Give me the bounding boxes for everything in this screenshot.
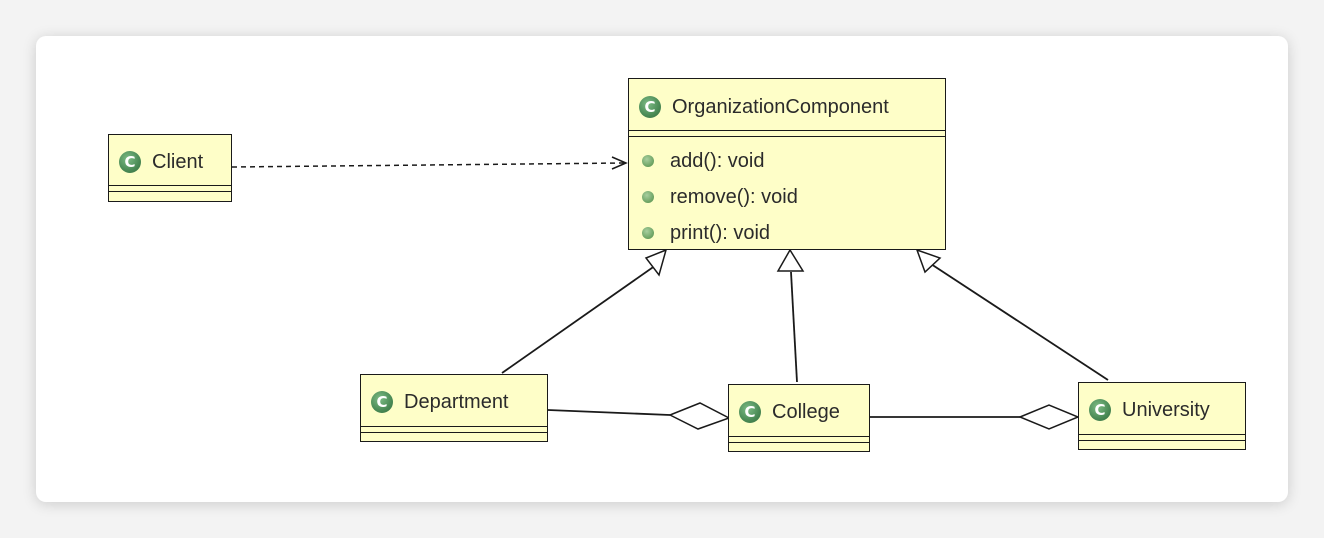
class-department[interactable]: C Department bbox=[360, 374, 548, 442]
public-method-icon bbox=[642, 191, 654, 203]
method-list: add(): void remove(): void print(): void bbox=[629, 143, 945, 251]
class-header: C Client bbox=[109, 135, 231, 189]
generalization-arrowhead-university bbox=[915, 248, 942, 274]
class-organization-component[interactable]: C OrganizationComponent add(): void remo… bbox=[628, 78, 946, 250]
class-icon: C bbox=[739, 401, 761, 423]
method-add: add(): void bbox=[629, 143, 945, 179]
methods-divider bbox=[629, 136, 945, 137]
method-remove: remove(): void bbox=[629, 179, 945, 215]
attributes-divider bbox=[629, 130, 945, 131]
methods-divider bbox=[729, 442, 869, 443]
generalization-arrowhead-department bbox=[644, 248, 668, 277]
class-name: Client bbox=[152, 150, 204, 173]
attributes-divider bbox=[361, 426, 547, 427]
class-icon: C bbox=[119, 151, 141, 173]
class-header: C Department bbox=[361, 375, 547, 429]
dependency-arrowhead bbox=[611, 156, 628, 170]
method-signature: add(): void bbox=[670, 149, 765, 172]
class-university[interactable]: C University bbox=[1078, 382, 1246, 450]
generalization-line-college bbox=[790, 271, 798, 383]
method-signature: remove(): void bbox=[670, 185, 798, 208]
class-header: C University bbox=[1079, 383, 1245, 437]
methods-divider bbox=[1079, 440, 1245, 441]
class-icon: C bbox=[371, 391, 393, 413]
generalization-arrowhead-college bbox=[776, 248, 805, 272]
attributes-divider bbox=[729, 436, 869, 437]
method-signature: print(): void bbox=[670, 221, 771, 244]
class-client[interactable]: C Client bbox=[108, 134, 232, 202]
attributes-divider bbox=[1079, 434, 1245, 435]
class-name: University bbox=[1122, 398, 1210, 421]
class-name: College bbox=[772, 400, 840, 423]
methods-divider bbox=[361, 432, 547, 433]
aggregation-line-department-college bbox=[547, 409, 671, 416]
class-icon: C bbox=[639, 96, 661, 118]
class-name: Department bbox=[404, 390, 509, 413]
public-method-icon bbox=[642, 155, 654, 167]
public-method-icon bbox=[642, 227, 654, 239]
generalization-line-department bbox=[501, 262, 660, 374]
aggregation-diamond-university bbox=[1018, 404, 1080, 430]
methods-divider bbox=[109, 191, 231, 192]
aggregation-diamond-college bbox=[668, 402, 731, 430]
class-name: OrganizationComponent bbox=[672, 95, 889, 118]
class-college[interactable]: C College bbox=[728, 384, 870, 452]
class-header: C College bbox=[729, 385, 869, 439]
class-header: C OrganizationComponent bbox=[629, 79, 945, 135]
class-icon: C bbox=[1089, 399, 1111, 421]
method-print: print(): void bbox=[629, 215, 945, 251]
attributes-divider bbox=[109, 185, 231, 186]
generalization-line-university bbox=[930, 263, 1109, 381]
dependency-line-client bbox=[231, 162, 625, 168]
